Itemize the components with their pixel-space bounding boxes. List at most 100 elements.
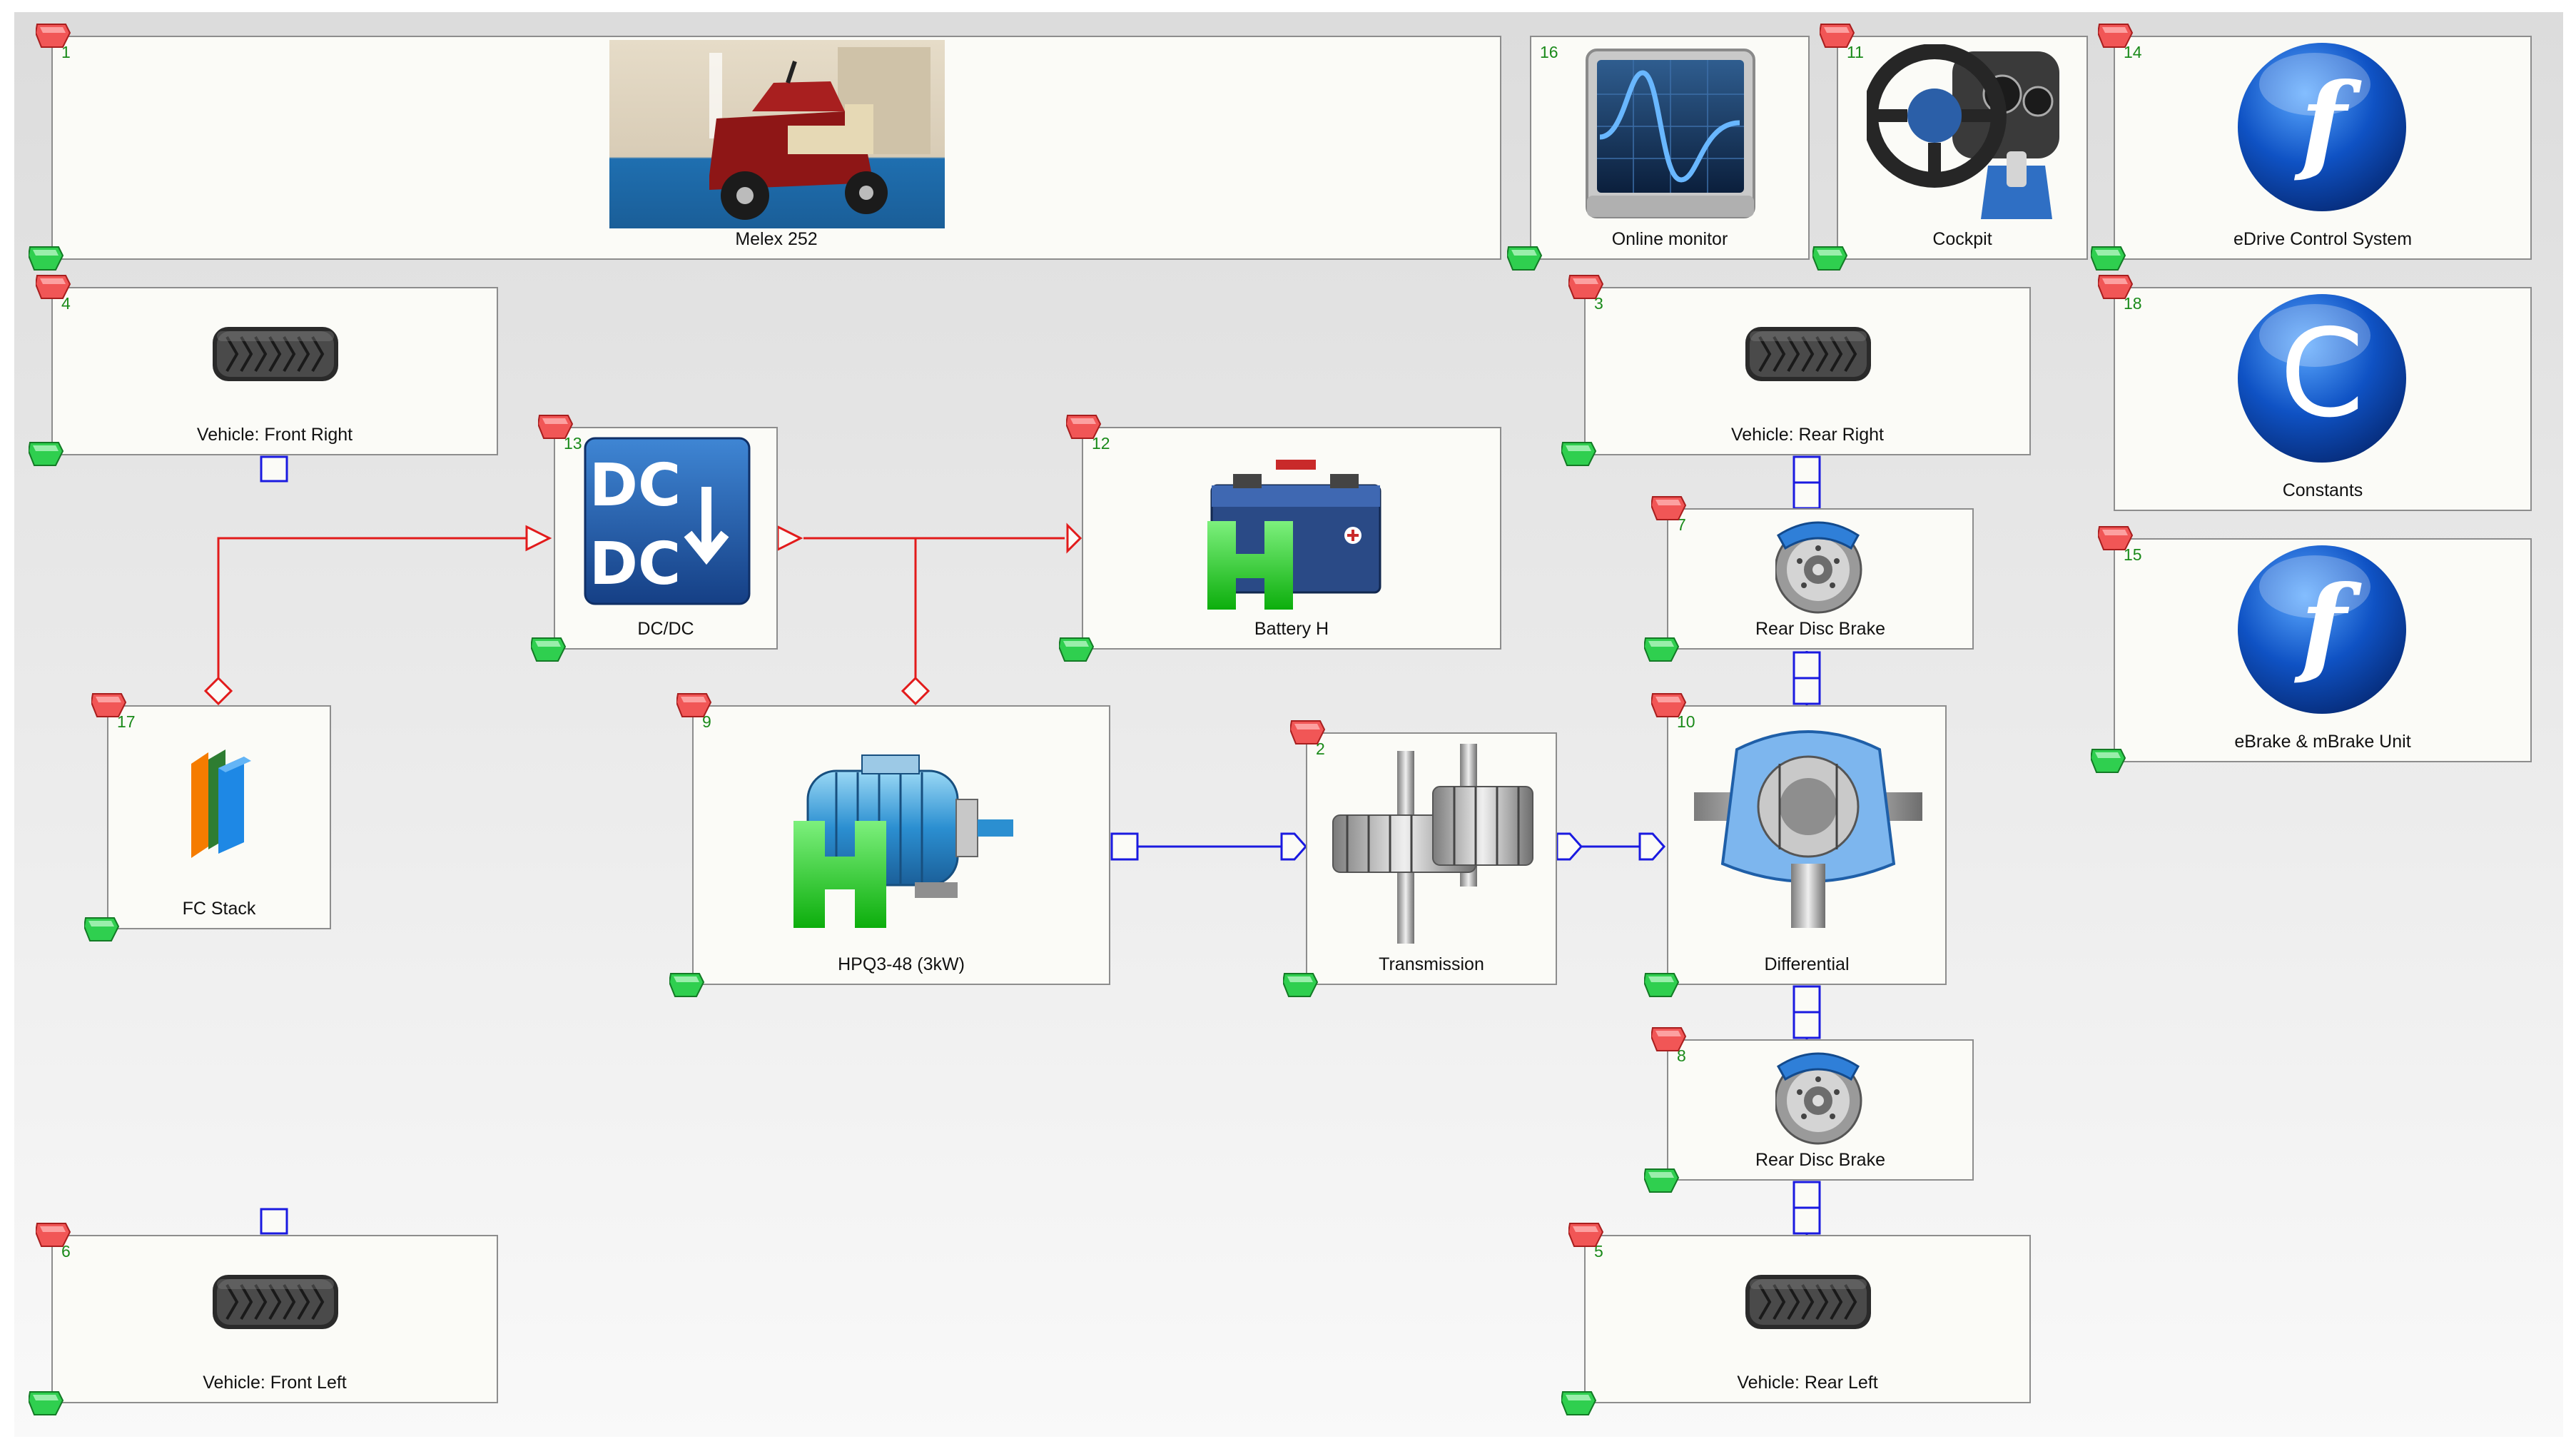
block-number: 1	[61, 43, 71, 61]
block-tag-red-icon	[1651, 1027, 1686, 1051]
function-icon: f	[2238, 545, 2406, 714]
block-tag-green-icon	[1059, 637, 1094, 662]
block-tag-green-icon	[29, 442, 64, 466]
block-tag-red-icon	[1290, 720, 1325, 744]
block-motor-hpq3-48[interactable]: 9 HPQ3-48 (3kW)	[692, 705, 1110, 985]
block-tag-red-icon	[676, 693, 711, 717]
block-vehicle-rear-right[interactable]: 3 Vehicle: Rear Right	[1584, 287, 2031, 455]
block-number: 16	[1540, 43, 1558, 61]
block-tag-red-icon	[91, 693, 126, 717]
block-tag-green-icon	[1644, 973, 1679, 997]
block-tag-red-icon	[1568, 1223, 1603, 1247]
block-tag-green-icon	[2091, 246, 2126, 271]
svg-text:C: C	[2280, 303, 2365, 445]
block-tag-red-icon	[1820, 24, 1855, 48]
block-label: HPQ3-48 (3kW)	[838, 954, 965, 974]
block-label: Battery H	[1254, 619, 1329, 639]
block-label: Rear Disc Brake	[1755, 619, 1885, 639]
block-tag-green-icon	[531, 637, 566, 662]
block-ebrake-mbrake-unit[interactable]: 15 f eBrake & mBrake Unit	[2114, 538, 2532, 762]
block-label: Rear Disc Brake	[1755, 1150, 1885, 1170]
block-label: Vehicle: Front Right	[196, 425, 353, 445]
oscilloscope-monitor-icon	[1586, 49, 1755, 218]
block-constants[interactable]: 18 C Constants	[2114, 287, 2532, 511]
block-melex-252[interactable]: 1 Melex 252	[51, 36, 1501, 260]
block-battery-h[interactable]: 12 Battery H	[1082, 427, 1501, 650]
block-tag-green-icon	[1507, 246, 1542, 271]
block-number: 10	[1677, 712, 1695, 731]
block-tag-green-icon	[1283, 973, 1318, 997]
block-number: 7	[1677, 515, 1686, 534]
block-tag-green-icon	[1561, 442, 1596, 466]
block-label: Vehicle: Rear Right	[1730, 425, 1884, 445]
block-number: 11	[1847, 43, 1864, 61]
mechanical-ports	[260, 455, 1821, 1235]
electric-ports	[203, 522, 1082, 706]
block-number: 13	[564, 434, 582, 453]
block-cockpit[interactable]: 11 Cockpit	[1837, 36, 2088, 260]
block-label: eBrake & mBrake Unit	[2234, 732, 2411, 752]
block-number: 12	[1092, 434, 1110, 453]
block-label: Online monitor	[1611, 229, 1728, 249]
block-tag-green-icon	[2091, 749, 2126, 773]
block-number: 2	[1316, 739, 1325, 758]
block-number: 6	[61, 1242, 71, 1261]
block-tag-green-icon	[29, 1391, 64, 1415]
block-tag-green-icon	[29, 246, 64, 271]
electric-connections	[217, 537, 1065, 691]
block-rear-disc-brake-top[interactable]: 7 Rear Disc Brake	[1667, 508, 1974, 650]
block-number: 17	[117, 712, 136, 731]
block-number: 9	[702, 712, 711, 731]
block-number: 18	[2124, 294, 2142, 313]
block-fc-stack[interactable]: 17 FC Stack	[107, 705, 331, 929]
constants-icon: C	[2238, 294, 2406, 463]
disc-brake-icon	[1775, 521, 1862, 614]
gears-icon	[1332, 744, 1533, 944]
block-tag-green-icon	[1644, 637, 1679, 662]
block-tag-green-icon	[84, 917, 119, 941]
tire-icon	[213, 327, 338, 381]
block-tag-red-icon	[1066, 415, 1101, 439]
steering-wheel-icon	[1867, 44, 2059, 219]
block-differential[interactable]: 10 Differential	[1667, 705, 1947, 985]
block-tag-red-icon	[2098, 526, 2133, 550]
block-label: Vehicle: Front Left	[203, 1373, 347, 1393]
block-label: Constants	[2282, 480, 2363, 500]
block-vehicle-front-right[interactable]: 4 Vehicle: Front Right	[51, 287, 498, 455]
block-rear-disc-brake-bottom[interactable]: 8 Rear Disc Brake	[1667, 1039, 1974, 1181]
block-tag-red-icon	[36, 24, 71, 48]
block-label: Vehicle: Rear Left	[1737, 1373, 1878, 1393]
block-tag-red-icon	[36, 275, 71, 299]
block-label: Melex 252	[735, 229, 818, 249]
block-tag-red-icon	[2098, 275, 2133, 299]
block-label: DC/DC	[637, 619, 694, 639]
block-label: Cockpit	[1932, 229, 1992, 249]
block-number: 15	[2124, 545, 2142, 564]
block-edrive-control-system[interactable]: 14 f eDrive Control System	[2114, 36, 2532, 260]
block-label: eDrive Control System	[2233, 229, 2413, 249]
battery-icon	[1207, 460, 1381, 610]
block-number: 4	[61, 294, 71, 313]
golf-cart-photo	[609, 40, 945, 228]
block-tag-red-icon	[1568, 275, 1603, 299]
block-number: 3	[1594, 294, 1603, 313]
block-vehicle-rear-left[interactable]: 5 Vehicle: Rear Left	[1584, 1235, 2031, 1403]
function-icon: f	[2238, 43, 2406, 211]
fuel-cell-stack-icon	[191, 749, 251, 858]
disc-brake-icon	[1775, 1052, 1862, 1145]
block-tag-red-icon	[2098, 24, 2133, 48]
tire-icon	[213, 1275, 338, 1329]
block-dc-dc[interactable]: 13 DC DC DC/DC	[554, 427, 778, 650]
block-tag-green-icon	[1812, 246, 1847, 271]
block-vehicle-front-left[interactable]: 6 Vehicle: Front Left	[51, 1235, 498, 1403]
tire-icon	[1745, 327, 1871, 381]
block-transmission[interactable]: 2 Transmission	[1306, 732, 1557, 985]
block-number: 5	[1594, 1242, 1603, 1261]
block-tag-red-icon	[1651, 693, 1686, 717]
block-online-monitor[interactable]: 16 Online monitor	[1530, 36, 1810, 260]
tire-icon	[1745, 1275, 1871, 1329]
block-number: 14	[2124, 43, 2142, 61]
svg-text:DC: DC	[589, 530, 681, 598]
block-label: Transmission	[1379, 954, 1484, 974]
